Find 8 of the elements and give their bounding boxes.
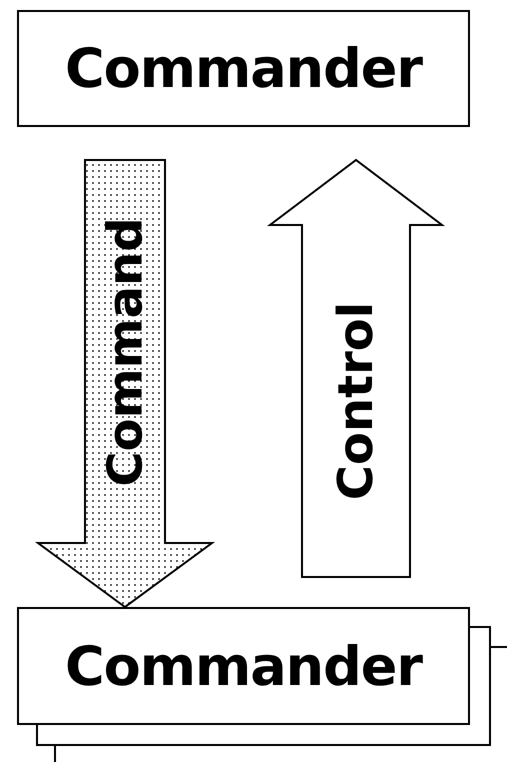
- process-box: [17, 607, 470, 725]
- block-arrow: [267, 158, 445, 578]
- edge-label: Control: [332, 302, 380, 500]
- edge-label: Command: [101, 216, 150, 486]
- block-arrow: [34, 159, 216, 608]
- box-label: Commander: [64, 37, 422, 100]
- box-label: Commander: [64, 634, 422, 698]
- process-box: [17, 10, 470, 127]
